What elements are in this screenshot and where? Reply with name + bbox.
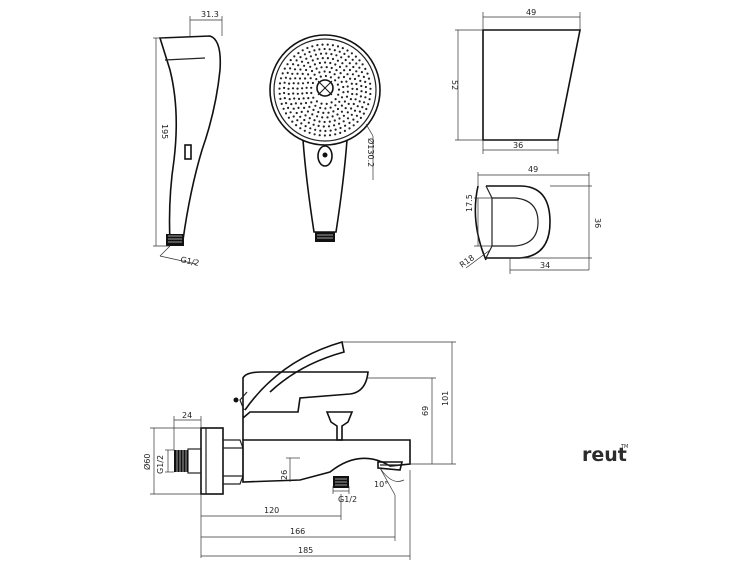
length-185-label: 185 — [298, 546, 313, 555]
outlet-height-label: 26 — [280, 470, 289, 480]
bath-mixer-view: 24 Ø60 G1/2 26 G1/2 10° 69 101 — [142, 340, 456, 560]
flange-diameter-label: Ø60 — [142, 454, 152, 470]
holder-bottom-width-34: 34 — [540, 261, 550, 270]
holder-inner-dim: 17.5 — [465, 194, 474, 212]
diameter-label: Ø130.2 — [366, 138, 376, 167]
holder-height: 52 — [450, 80, 459, 90]
holder-top-width: 49 — [526, 8, 536, 17]
thread-label: G1/2 — [180, 255, 201, 268]
brand-logo: reut TM — [582, 444, 628, 466]
length-label: 195 — [160, 124, 169, 139]
holder-bottom-width: 36 — [513, 141, 523, 150]
handshower-side-view: 31.3 195 G1/2 — [153, 10, 223, 268]
holder-top-view-width: 49 — [528, 165, 538, 174]
length-120-label: 120 — [264, 506, 279, 515]
total-height-label: 101 — [441, 391, 450, 406]
holder-top-view-height: 36 — [593, 218, 602, 228]
brand-trademark: TM — [620, 444, 628, 450]
handshower-front-view: Ø130.2 — [269, 34, 381, 242]
holder-side-view: 49 52 36 — [450, 8, 581, 154]
flange-width-label: 24 — [182, 411, 192, 420]
angle-label: 10° — [374, 480, 388, 489]
width-label: 31.3 — [201, 10, 219, 19]
spray-nozzles — [278, 43, 372, 137]
left-thread-label: G1/2 — [156, 455, 165, 474]
holder-top-view: 49 36 17.5 R18 34 — [458, 165, 602, 274]
brand-name: reut — [582, 444, 627, 466]
connector-thread — [174, 450, 188, 472]
body-height-label: 69 — [421, 406, 430, 416]
hose-thread — [166, 234, 184, 246]
bottom-thread-label: G1/2 — [338, 495, 357, 504]
length-166-label: 166 — [290, 527, 305, 536]
